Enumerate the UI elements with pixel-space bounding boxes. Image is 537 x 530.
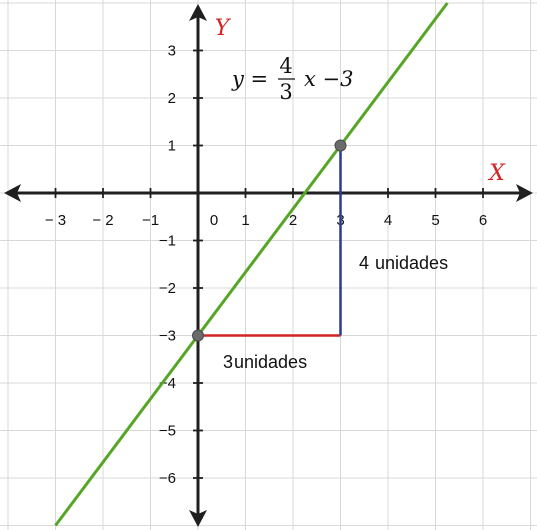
y-tick-label: −2 [159, 280, 176, 297]
run-label-value: 3 [223, 352, 233, 372]
y-axis-arrow-down [189, 510, 207, 527]
x-axis-arrow-right [516, 184, 533, 202]
y-tick-label: −1 [159, 233, 176, 250]
series [54, 2, 449, 527]
x-tick-label: − 3 [45, 212, 66, 229]
y-tick-label: −3 [159, 328, 176, 345]
x-tick-label: 0 [210, 212, 218, 229]
line-equation: y = 4 3 x −3 [231, 54, 353, 104]
y-axis-arrow-up [189, 4, 207, 21]
points [192, 139, 347, 342]
x-tick-label: 2 [289, 212, 297, 229]
equation-denominator: 3 [279, 80, 292, 104]
rise-label-text: unidades [375, 253, 448, 273]
x-axis-label: X [487, 161, 506, 186]
y-tick-label: −5 [159, 423, 176, 440]
rise-label: 4 unidades [359, 253, 448, 273]
rise-run-guides [198, 145, 342, 337]
x-tick-label: 5 [431, 212, 439, 229]
data-point [192, 329, 204, 342]
x-tick-label: 1 [241, 212, 249, 229]
data-point [334, 139, 347, 152]
axes [4, 4, 533, 527]
rise-label-value: 4 [359, 253, 369, 273]
y-tick-label: 3 [168, 43, 176, 60]
equation-numerator: 4 [279, 54, 292, 78]
x-axis-arrow-left [4, 184, 21, 202]
x-tick-label: 6 [479, 212, 487, 229]
y-axis-label: Y [215, 16, 232, 41]
y-tick-label: 1 [168, 138, 176, 155]
x-tick-label: −1 [142, 212, 159, 229]
x-tick-label: 4 [384, 212, 392, 229]
y-tick-label: 2 [168, 90, 176, 107]
equation-lhs: y = [231, 67, 268, 91]
equation-rhs: x −3 [304, 67, 353, 91]
series-line [54, 2, 449, 527]
y-tick-label: −4 [159, 375, 176, 392]
y-tick-label: −6 [159, 470, 176, 487]
x-tick-label: − 2 [92, 212, 113, 229]
run-label-text: unidades [234, 352, 307, 372]
run-label: 3 unidades [223, 352, 307, 372]
